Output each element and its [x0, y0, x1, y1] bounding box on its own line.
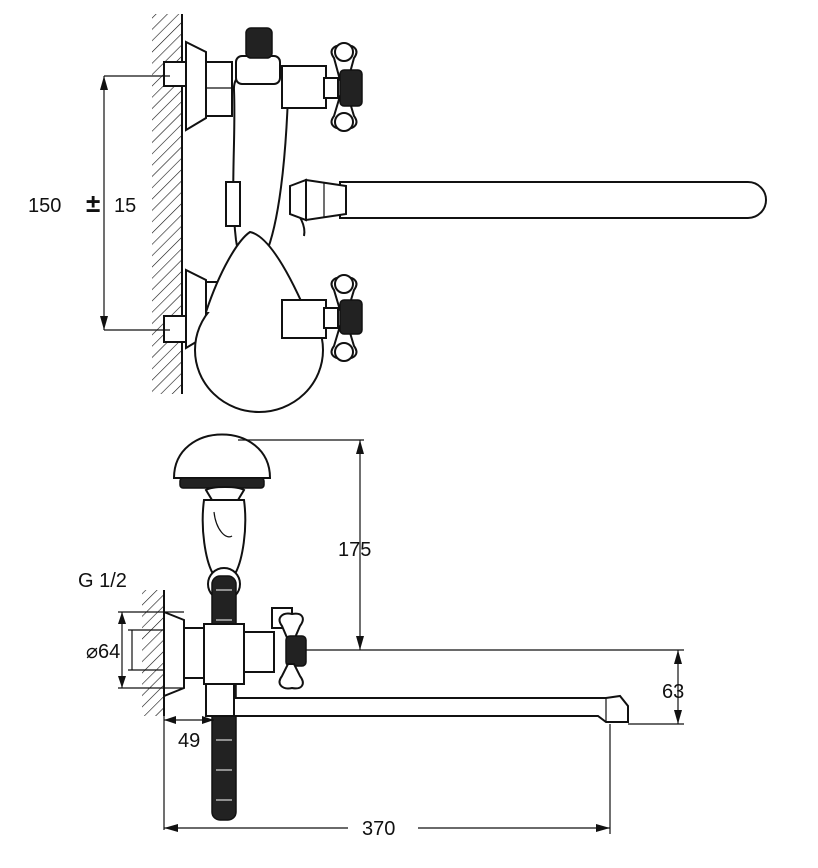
thread-label: G 1/2 — [78, 570, 127, 592]
side-connector — [163, 610, 275, 698]
side-view: 175 63 G 1/2 ⌀64 — [78, 433, 684, 840]
shower-handle — [201, 499, 247, 573]
dimension-370: 370 — [164, 724, 611, 840]
top-spout — [289, 178, 767, 222]
dimension-49: 49 — [163, 716, 214, 830]
dimension-63: 63 — [662, 650, 684, 724]
lower-cross-handle — [281, 274, 363, 362]
dim-pm-sign: ± — [86, 188, 100, 218]
top-view: 150 ± 15 — [28, 14, 767, 413]
dimension-175: 175 — [238, 439, 371, 650]
dim-150-value: 150 — [28, 195, 61, 217]
diameter-label: ⌀64 — [86, 641, 120, 663]
side-wall-hatch — [142, 590, 164, 716]
side-cross-handle — [271, 607, 307, 690]
dim-49-value: 49 — [178, 730, 200, 752]
dimension-150: 150 ± 15 — [28, 75, 170, 331]
side-spout — [205, 683, 629, 723]
dim-175-value: 175 — [338, 539, 371, 561]
upper-eccentric-connector — [163, 40, 233, 132]
dim-63-value: 63 — [662, 681, 684, 703]
shower-head — [172, 433, 272, 501]
thread-and-diameter: G 1/2 ⌀64 — [78, 570, 184, 689]
dim-tolerance-value: 15 — [114, 195, 136, 217]
faucet-body — [225, 27, 306, 272]
upper-cross-handle — [281, 42, 363, 132]
dim-370-value: 370 — [362, 818, 395, 840]
